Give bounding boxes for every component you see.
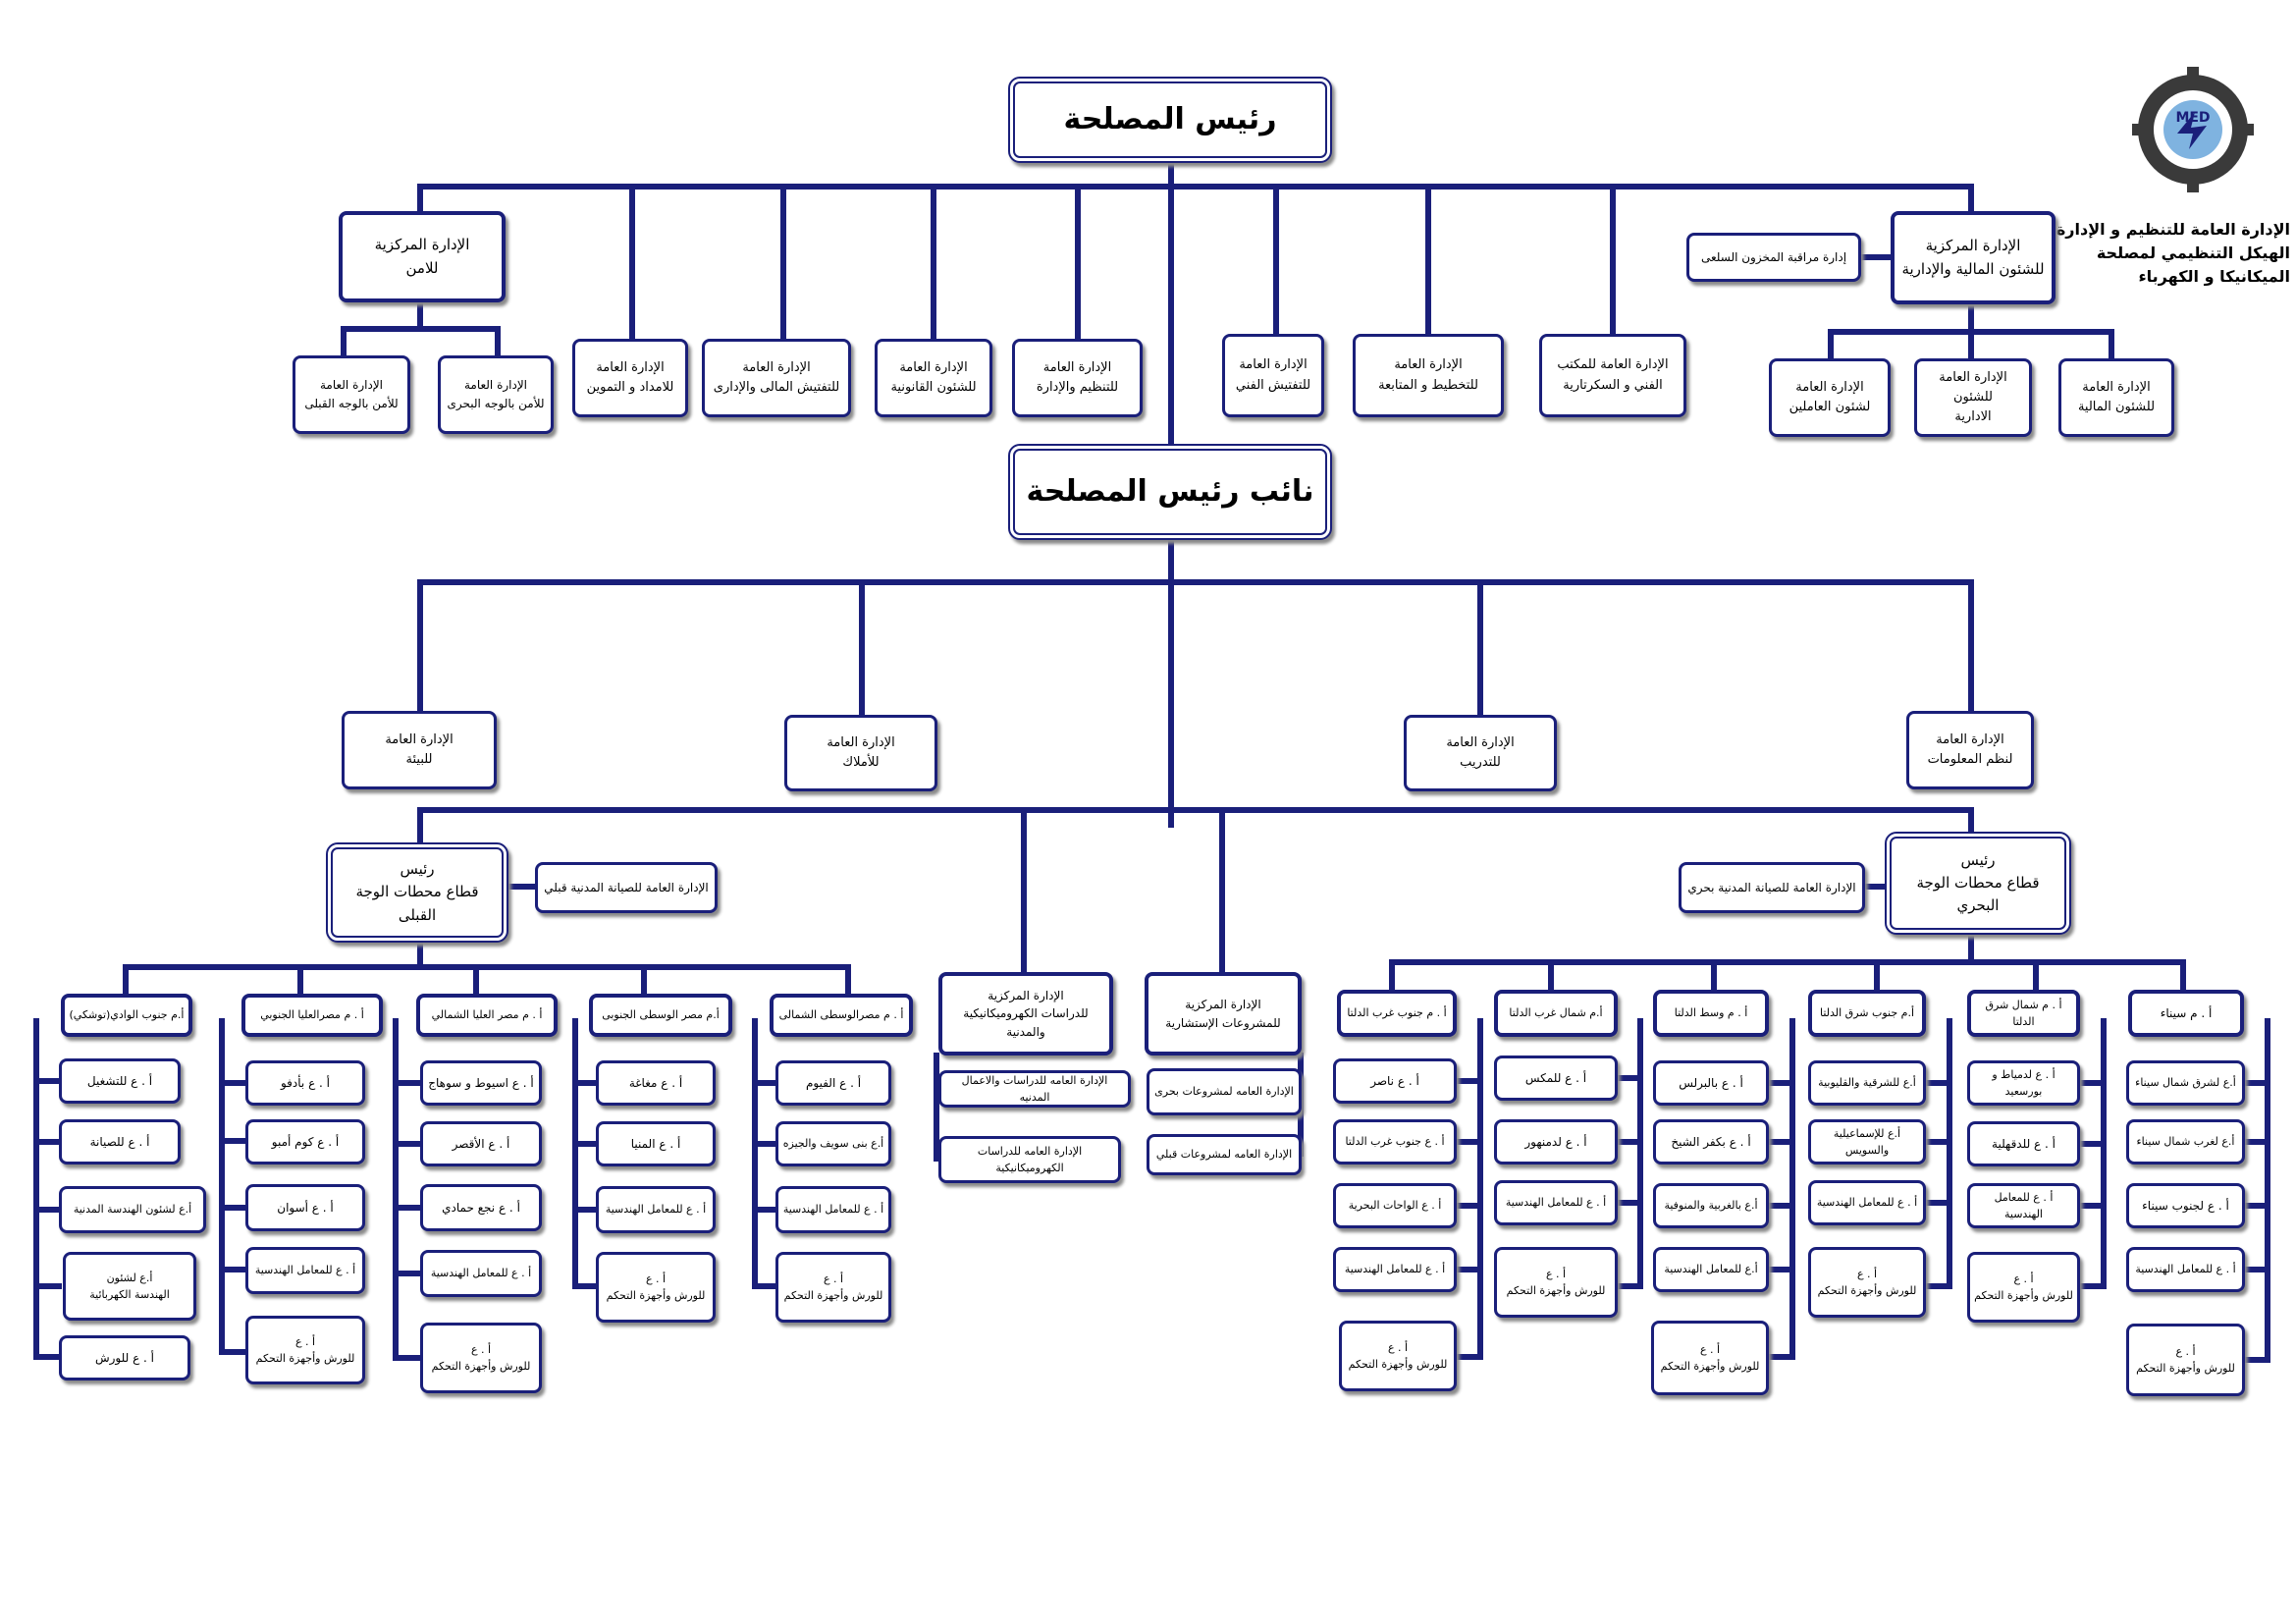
- south-civil-maintenance-box[interactable]: الإدارة العامة للصيانة المدنية قبلي: [535, 862, 718, 913]
- south-col-3-item[interactable]: أ . ع اسيوط و سوهاج: [420, 1060, 542, 1106]
- north-col-3-item[interactable]: أ . ع بالبرلس: [1653, 1060, 1769, 1106]
- organization-title: الإدارة العامة للتنظيم و الإدارة الهيكل …: [2037, 218, 2290, 289]
- south-col-3-header[interactable]: أ . م مصر العليا الشمالي: [416, 994, 558, 1037]
- north-col-2-item[interactable]: أ . ع للمكس: [1494, 1056, 1618, 1101]
- south-col-1-item[interactable]: أ . ع للصيانة: [59, 1119, 181, 1164]
- studies-central-box[interactable]: الإدارة المركزية للدراسات الكهروميكانيكي…: [938, 972, 1113, 1056]
- south-col-5-header[interactable]: أ . م مصرالوسطى الشمالى: [770, 994, 913, 1037]
- central-security-box[interactable]: الإدارة المركزية للامن: [339, 211, 506, 302]
- north-col-6-item[interactable]: أ.ع لشرق شمال سيناء: [2126, 1060, 2245, 1106]
- organization-admin-box[interactable]: الإدارة العامة للتنظيم والإدارة: [1012, 339, 1143, 417]
- environment-box[interactable]: الإدارة العامة للبيئة: [342, 711, 497, 789]
- south-col-5-item[interactable]: أ . ع للمعامل الهندسية: [775, 1186, 891, 1233]
- legal-affairs-box[interactable]: الإدارة العامة للشئون القانونية: [875, 339, 992, 417]
- north-col-1-item[interactable]: أ . ع للورش وأجهزة التحكم: [1339, 1321, 1457, 1391]
- projects-north-box[interactable]: الإدارة العامه لمشروعات بحرى: [1147, 1068, 1302, 1115]
- north-col-5-item[interactable]: أ . ع لدمياط و بورسعيد: [1967, 1060, 2080, 1106]
- south-col-5-item[interactable]: أ . ع للورش وأجهزة التحكم: [775, 1252, 891, 1323]
- projects-central-box[interactable]: الإدارة المركزية للمشروعات الإستشارية: [1145, 972, 1302, 1056]
- south-col-4-item[interactable]: أ . ع للورش وأجهزة التحكم: [596, 1252, 716, 1323]
- stock-control-box[interactable]: إدارة مراقبة المخزون السلعى: [1686, 233, 1861, 282]
- south-col-2-item[interactable]: أ . ع أسوان: [245, 1184, 365, 1231]
- south-col-5-item[interactable]: أ . ع الفيوم: [775, 1060, 891, 1106]
- north-col-6-item[interactable]: أ.ع لغرب شمال سيناء: [2126, 1119, 2245, 1164]
- technical-office-box[interactable]: الإدارة العامة للمكتب الفني و السكرتارية: [1539, 334, 1686, 417]
- north-col-3-item[interactable]: أ.ع للمعامل الهندسية: [1653, 1247, 1769, 1292]
- security-south-box[interactable]: الإدارة العامة للأمن بالوجه القبلى: [293, 355, 410, 434]
- financial-inspection-box[interactable]: الإدارة العامة للتفتيش المالى والإدارى: [702, 339, 851, 417]
- south-col-2-item[interactable]: أ . ع كوم أمبو: [245, 1119, 365, 1164]
- organization-logo: MED: [2109, 65, 2277, 200]
- north-col-3-item[interactable]: أ.ع بالغربية والمنوفية: [1653, 1183, 1769, 1228]
- north-col-4-item[interactable]: أ . ع للورش وأجهزة التحكم: [1808, 1247, 1926, 1318]
- south-col-3-item[interactable]: أ . ع الأقصر: [420, 1121, 542, 1166]
- org-title-line1: الإدارة العامة للتنظيم و الإدارة: [2056, 220, 2290, 239]
- south-col-4-item[interactable]: أ . ع مغاغة: [596, 1060, 716, 1106]
- south-col-1-item[interactable]: أ . ع للورش: [59, 1335, 190, 1380]
- north-col-1-item[interactable]: أ . ع الواحات البحرية: [1333, 1183, 1457, 1228]
- financial-admin-central-box[interactable]: الإدارة المركزية للشئون المالية والإداري…: [1891, 211, 2056, 304]
- information-systems-box[interactable]: الإدارة العامة لنظم المعلومات: [1906, 711, 2034, 789]
- north-col-2-item[interactable]: أ . ع لدمنهور: [1494, 1119, 1618, 1164]
- south-col-2-item[interactable]: أ . ع للورش وأجهزة التحكم: [245, 1316, 365, 1384]
- north-col-3-item[interactable]: أ . ع بكفر الشيخ: [1653, 1119, 1769, 1164]
- south-col-1-item[interactable]: أ . ع للتشغيل: [59, 1058, 181, 1104]
- deputy-head-box[interactable]: نائب رئيس المصلحة: [1008, 444, 1332, 540]
- north-col-1-item[interactable]: أ . ع للمعامل الهندسية: [1333, 1247, 1457, 1292]
- south-col-2-item[interactable]: أ . ع للمعامل الهندسية: [245, 1247, 365, 1294]
- north-col-1-item[interactable]: أ . ع جنوب غرب الدلتا: [1333, 1119, 1457, 1164]
- north-col-6-header[interactable]: أ . م سيناء: [2128, 990, 2244, 1037]
- north-col-6-item[interactable]: أ . ع للمعامل الهندسية: [2126, 1247, 2245, 1292]
- north-col-2-header[interactable]: أ.م شمال غرب الدلتا: [1494, 990, 1618, 1037]
- studies-electromechanical-box[interactable]: الإدارة العامه للدراسات الكهروميكانيكية: [938, 1136, 1121, 1183]
- north-col-1-header[interactable]: أ . م جنوب غرب الدلتا: [1337, 990, 1457, 1037]
- south-col-1-header[interactable]: أ.م جنوب الوادي(توشكي): [61, 994, 192, 1037]
- technical-inspection-box[interactable]: الإدارة العامة للتفتيش الفني: [1222, 334, 1324, 417]
- head-of-authority-box[interactable]: رئيس المصلحة: [1008, 77, 1332, 163]
- financial-affairs-box[interactable]: الإدارة العامة للشئون المالية: [2058, 358, 2174, 437]
- north-col-3-item[interactable]: أ . ع للورش وأجهزة التحكم: [1651, 1321, 1769, 1395]
- north-sector-head-box[interactable]: رئيس قطاع محطات الوجة البحري: [1885, 832, 2071, 935]
- south-col-5-item[interactable]: أ.ع بنى سويف والجيزه: [775, 1121, 891, 1166]
- south-col-1-item[interactable]: أ.ع لشئون الهندسة المدنية: [59, 1186, 206, 1233]
- north-col-5-item[interactable]: أ . ع للدقهلية: [1967, 1121, 2080, 1166]
- north-col-5-item[interactable]: أ . ع للورش وأجهزة التحكم: [1967, 1252, 2080, 1323]
- training-box[interactable]: الإدارة العامة للتدريب: [1404, 715, 1557, 791]
- projects-south-box[interactable]: الإدارة العامه لمشروعات قبلي: [1147, 1134, 1302, 1175]
- north-col-6-item[interactable]: أ . ع للورش وأجهزة التحكم: [2126, 1324, 2245, 1396]
- studies-civil-box[interactable]: الإدارة العامه للدراسات والاعمال المدنيه: [938, 1070, 1131, 1108]
- north-col-1-item[interactable]: أ . ع ناصر: [1333, 1058, 1457, 1104]
- security-north-box[interactable]: الإدارة العامة للأمن بالوجه البحرى: [438, 355, 554, 434]
- south-col-1-item[interactable]: أ.ع لشئون الهندسة الكهربائية: [63, 1252, 196, 1321]
- org-title-line2: الهيكل التنظيمي لمصلحة الميكانيكا و الكه…: [2096, 244, 2290, 286]
- south-col-3-item[interactable]: أ . ع للورش وأجهزة التحكم: [420, 1323, 542, 1393]
- north-col-4-header[interactable]: أ.م جنوب شرق الدلتا: [1808, 990, 1926, 1037]
- supply-box[interactable]: الإدارة العامة للامداد و التموين: [572, 339, 688, 417]
- south-col-2-header[interactable]: أ . م مصرالعليا الجنوبي: [241, 994, 383, 1037]
- north-civil-maintenance-box[interactable]: الإدارة العامة للصيانة المدنية بحري: [1679, 862, 1865, 913]
- south-sector-head-box[interactable]: رئيس قطاع محطات الوجة القبلى: [326, 842, 508, 943]
- south-col-3-item[interactable]: أ . ع نجع حمادي: [420, 1184, 542, 1231]
- north-col-2-item[interactable]: أ . ع للورش وأجهزة التحكم: [1494, 1247, 1618, 1318]
- north-col-4-item[interactable]: أ.ع للشرقية والقليوبية: [1808, 1060, 1926, 1106]
- north-col-4-item[interactable]: أ.ع للإسماعيلية والسويس: [1808, 1119, 1926, 1164]
- north-col-2-item[interactable]: أ . ع للمعامل الهندسية: [1494, 1180, 1618, 1225]
- south-col-3-item[interactable]: أ . ع للمعامل الهندسية: [420, 1250, 542, 1297]
- svg-text:MED: MED: [2175, 110, 2210, 126]
- north-col-5-item[interactable]: أ . ع للمعامل الهندسية: [1967, 1183, 2080, 1228]
- north-col-3-header[interactable]: أ . م وسط الدلتا: [1653, 990, 1769, 1037]
- north-col-4-item[interactable]: أ . ع للمعامل الهندسية: [1808, 1180, 1926, 1225]
- admin-affairs-box[interactable]: الإدارة العامة للشئون الادارية: [1914, 358, 2032, 437]
- personnel-affairs-box[interactable]: الإدارة العامة لشئون العاملين: [1769, 358, 1891, 437]
- property-box[interactable]: الإدارة العامة للأملاك: [784, 715, 937, 791]
- planning-followup-box[interactable]: الإدارة العامة للتخطيط و المتابعة: [1353, 334, 1504, 417]
- north-col-5-header[interactable]: أ . م شمال شرق الدلتا: [1967, 990, 2080, 1037]
- north-col-6-item[interactable]: أ . ع لجنوب سيناء: [2126, 1183, 2245, 1228]
- south-col-4-item[interactable]: أ . ع المنيا: [596, 1121, 716, 1166]
- south-col-4-header[interactable]: أ.م مصر الوسطى الجنوبى: [589, 994, 732, 1037]
- south-col-2-item[interactable]: أ . ع بأدفو: [245, 1060, 365, 1106]
- south-col-4-item[interactable]: أ . ع للمعامل الهندسية: [596, 1186, 716, 1233]
